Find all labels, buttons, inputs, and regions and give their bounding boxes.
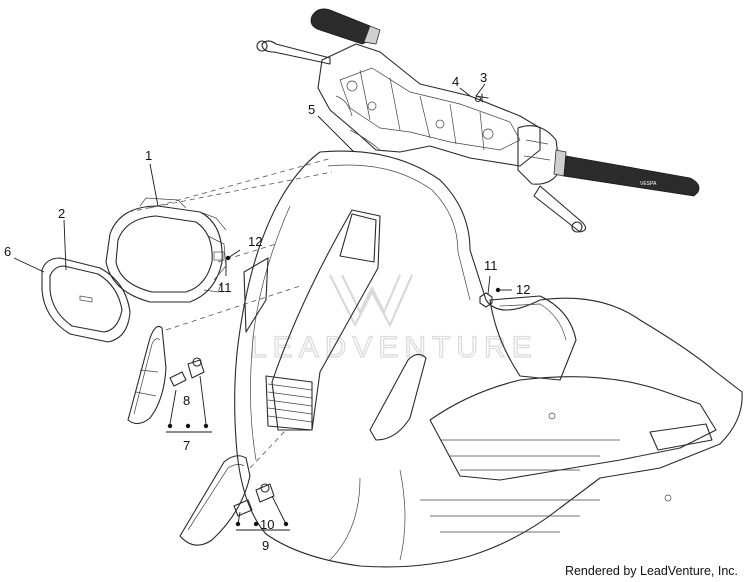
callout-7: 7 — [183, 438, 190, 453]
callout-dots — [167, 255, 501, 527]
callout-4: 4 — [452, 74, 459, 89]
handlebar-assembly: VESPA — [256, 8, 700, 233]
callout-11-right: 11 — [484, 258, 498, 273]
callout-9: 9 — [262, 538, 269, 553]
callout-2: 2 — [58, 206, 65, 221]
left-turn-signal — [127, 325, 205, 425]
callout-8: 8 — [183, 393, 190, 408]
callout-5: 5 — [308, 102, 315, 117]
alignment-lines — [127, 157, 333, 469]
callout-11-left: 11 — [218, 280, 232, 295]
headlight-unit — [105, 197, 227, 303]
front-shield — [234, 150, 743, 568]
callout-10: 10 — [260, 517, 274, 532]
callout-12-right: 12 — [516, 282, 530, 297]
callout-3: 3 — [480, 70, 487, 85]
right-turn-signal — [179, 455, 275, 546]
callout-labels: 1 2 3 4 5 6 7 8 9 10 11 11 12 12 — [4, 70, 530, 553]
callout-1: 1 — [145, 148, 152, 163]
headlight-trim-ring — [41, 257, 131, 343]
render-credit: Rendered by LeadVenture, Inc. — [564, 564, 738, 578]
callout-leaders — [13, 83, 512, 531]
callout-6: 6 — [4, 244, 11, 259]
grip-text: VESPA — [640, 181, 657, 187]
callout-12-left: 12 — [248, 234, 262, 249]
watermark-text: LEADVENTURE — [250, 331, 538, 364]
watermark-logo: LEADVENTURE — [249, 274, 538, 365]
